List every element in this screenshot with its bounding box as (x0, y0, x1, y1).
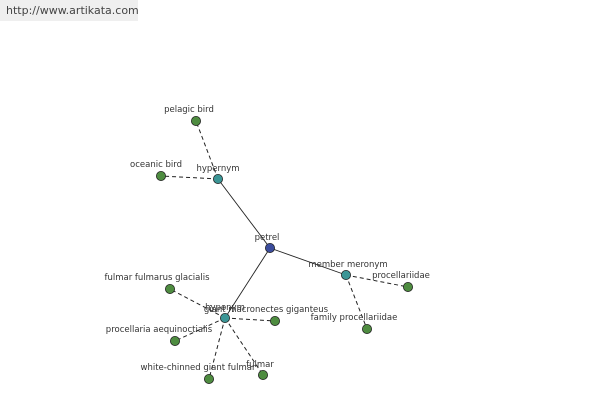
node-white-chinned-giant-fulmar[interactable] (203, 373, 214, 384)
node-petrel[interactable] (264, 242, 275, 253)
node-label-petrel[interactable]: petrel (255, 233, 280, 243)
node-family-procellariidae[interactable] (361, 323, 372, 334)
node-procellaria-aequinoctialis[interactable] (169, 335, 180, 346)
edge-hyponym-to-procellaria-aequinoctialis (174, 317, 226, 342)
node-label-giant-macronectes-giganteus[interactable]: giant macronectes giganteus (204, 305, 329, 315)
node-label-pelagic-bird[interactable]: pelagic bird (164, 105, 214, 115)
node-label-white-chinned-giant-fulmar[interactable]: white-chinned giant fulmar (141, 363, 256, 373)
source-url[interactable]: http://www.artikata.com (6, 4, 139, 17)
node-label-fulmar-fulmarus-glacialis[interactable]: fulmar fulmarus glacialis (104, 273, 210, 283)
node-giant-macronectes-giganteus[interactable] (269, 315, 280, 326)
edge-petrel-to-member-meronym (269, 247, 347, 276)
node-label-member-meronym[interactable]: member meronym (308, 260, 387, 270)
node-procellariidae[interactable] (402, 281, 413, 292)
edge-petrel-to-hypernym (217, 178, 271, 249)
node-fulmar[interactable] (257, 369, 268, 380)
node-oceanic-bird[interactable] (155, 170, 166, 181)
edge-hypernym-to-oceanic-bird (160, 175, 219, 180)
node-fulmar-fulmarus-glacialis[interactable] (164, 283, 175, 294)
node-hypernym[interactable] (212, 173, 223, 184)
node-pelagic-bird[interactable] (190, 116, 201, 127)
node-hyponym[interactable] (219, 312, 230, 323)
edge-hyponym-to-fulmar-fulmarus-glacialis (169, 288, 226, 319)
graph-edges (160, 120, 409, 380)
edge-hyponym-to-fulmar (224, 317, 264, 376)
edge-hypernym-to-pelagic-bird (195, 120, 219, 180)
edge-hyponym-to-white-chinned-giant-fulmar (208, 317, 226, 380)
graph-labels: petrel hypernym member meronym hyponym pelag… (104, 105, 429, 373)
node-label-fulmar[interactable]: fulmar (246, 360, 274, 370)
edge-member-meronym-to-family-procellariidae (345, 274, 368, 330)
graph-nodes (155, 116, 413, 384)
node-label-procellariidae[interactable]: procellariidae (372, 271, 430, 281)
node-label-hyponym[interactable]: hyponym (205, 303, 245, 313)
node-member-meronym[interactable] (340, 269, 351, 280)
node-label-hypernym[interactable]: hypernym (196, 164, 239, 174)
node-label-oceanic-bird[interactable]: oceanic bird (130, 160, 182, 170)
node-label-procellaria-aequinoctialis[interactable]: procellaria aequinoctialis (106, 325, 213, 335)
edge-petrel-to-hyponym (224, 247, 271, 319)
source-bar: http://www.artikata.com (0, 0, 139, 21)
edge-member-meronym-to-procellariidae (345, 274, 409, 288)
edge-hyponym-to-giant-macronectes-giganteus (224, 317, 276, 322)
node-label-family-procellariidae[interactable]: family procellariidae (311, 313, 398, 323)
